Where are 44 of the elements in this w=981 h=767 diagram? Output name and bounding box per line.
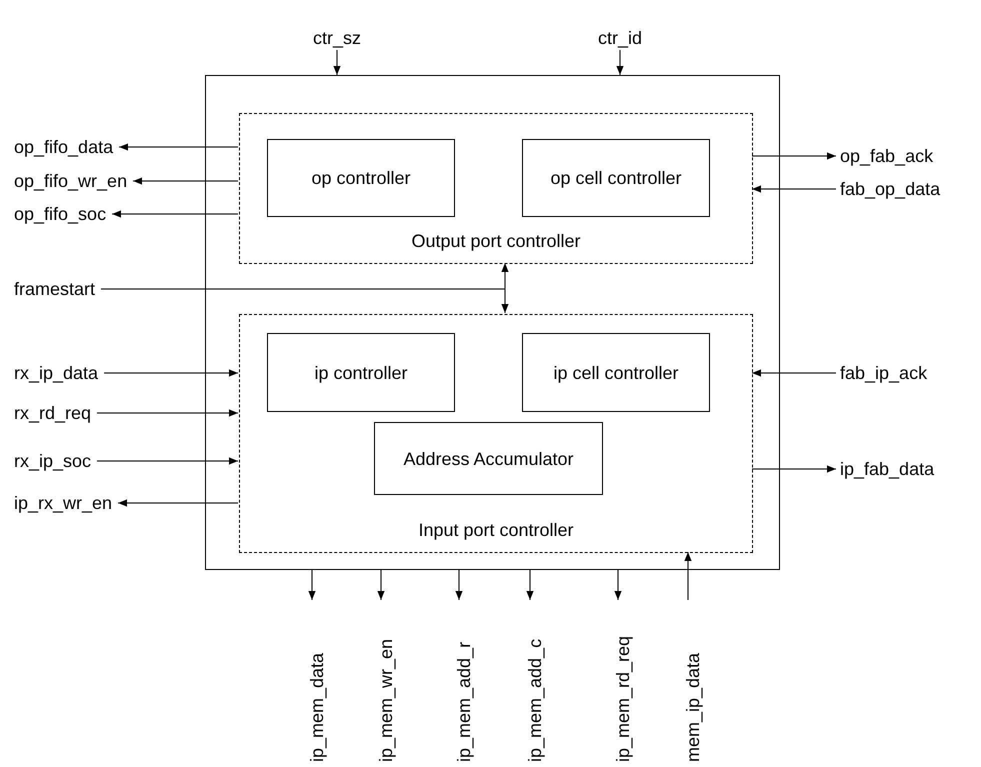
signal-label: rx_ip_soc xyxy=(14,449,92,473)
module-box: Address Accumulator xyxy=(374,422,603,495)
signal-arrow xyxy=(96,457,238,465)
signal-arrow xyxy=(526,570,534,600)
signal-label: ip_rx_wr_en xyxy=(14,491,112,515)
signal-arrow xyxy=(308,570,316,600)
signal-arrow xyxy=(118,143,238,151)
signal-arrow xyxy=(112,210,238,218)
signal-arrow xyxy=(684,552,692,600)
signal-arrow xyxy=(616,50,624,76)
signal-arrow xyxy=(752,152,836,160)
signal-arrow xyxy=(455,570,463,600)
signal-label: rx_rd_req xyxy=(14,401,92,425)
signal-label: op_fifo_soc xyxy=(14,202,106,226)
signal-label: op_fifo_data xyxy=(14,135,114,159)
signal-arrow xyxy=(752,369,836,377)
signal-arrow xyxy=(377,570,385,600)
module-box: op controller xyxy=(267,139,455,217)
signal-label: fab_op_data xyxy=(836,177,976,201)
group-label: Output port controller xyxy=(411,230,581,253)
signal-label: ctr_id xyxy=(580,26,660,50)
signal-arrow xyxy=(752,465,836,473)
dashed-group-box xyxy=(239,314,753,553)
dashed-group-box xyxy=(239,113,753,264)
signal-label: op_fifo_wr_en xyxy=(14,169,128,193)
signal-arrow xyxy=(752,185,836,193)
block-boundary-box xyxy=(205,75,780,570)
group-label: Input port controller xyxy=(418,519,574,542)
signal-label: rx_ip_data xyxy=(14,361,98,385)
signal-label: ctr_sz xyxy=(297,26,377,50)
signal-label: ip_fab_data xyxy=(836,457,976,481)
module-box: op cell controller xyxy=(522,139,710,217)
module-box: ip cell controller xyxy=(522,333,710,412)
signal-arrow xyxy=(614,570,622,600)
signal-arrow xyxy=(104,369,238,377)
signal-label: framestart xyxy=(14,277,96,301)
signal-arrow xyxy=(96,409,238,417)
signal-arrow xyxy=(132,177,238,185)
signal-label: op_fab_ack xyxy=(836,144,976,168)
signal-label: fab_ip_ack xyxy=(836,361,976,385)
signal-arrow xyxy=(333,50,341,76)
signal-arrow xyxy=(100,288,509,314)
module-box: ip controller xyxy=(267,333,455,412)
signal-arrow xyxy=(118,499,238,507)
